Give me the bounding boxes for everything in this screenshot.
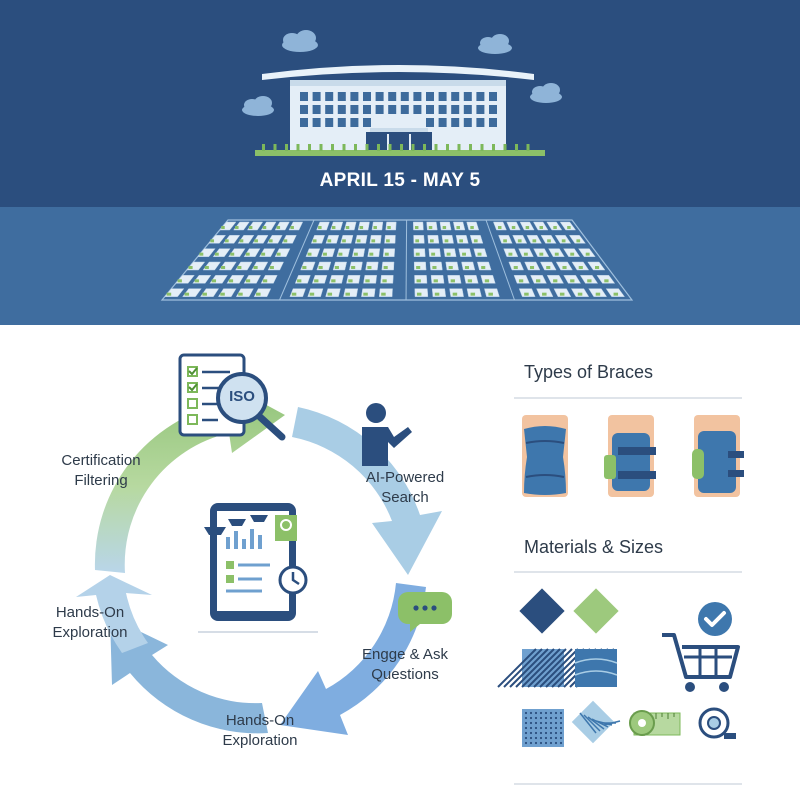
- measuring-tape-icon: [629, 710, 681, 736]
- materials-sizes-title: Materials & Sizes: [524, 537, 664, 557]
- material-swatch-mesh: [522, 709, 564, 747]
- tablet-dashboard-icon: [198, 503, 318, 633]
- material-swatch-wave-blue: [574, 649, 618, 687]
- types-of-braces-title: Types of Braces: [524, 362, 654, 382]
- shopping-cart-icon: [662, 602, 740, 692]
- brace-sleeve-icon: [522, 415, 568, 497]
- cloud-icon: [242, 96, 274, 116]
- brace-hinged-icon: [604, 415, 656, 497]
- iso-checklist-icon: [178, 353, 286, 441]
- chat-bubble-icon: [398, 592, 452, 632]
- exhibition-floor-plan: [160, 219, 634, 301]
- cloud-icon: [282, 30, 318, 52]
- size-gauge-icon: [698, 707, 736, 739]
- material-swatch-weave: [571, 700, 621, 744]
- cycle-diagram: [76, 353, 744, 747]
- cycle-arrow-5: [76, 575, 152, 653]
- material-swatch-green: [573, 588, 619, 634]
- presenter-icon: [362, 403, 412, 466]
- event-banner: APRIL 15 - MAY 5: [0, 0, 800, 325]
- banner-illustration: [0, 0, 800, 325]
- divider: [514, 783, 742, 785]
- divider: [514, 571, 742, 573]
- event-date-range: APRIL 15 - MAY 5: [319, 170, 481, 191]
- material-swatch-navy: [519, 588, 565, 634]
- brace-wrap-icon: [692, 415, 744, 497]
- iso-badge-text: ISO: [229, 388, 255, 405]
- cycle-arrow-2: [292, 407, 442, 575]
- cycle-arrow-3: [280, 583, 426, 735]
- cycle-arrow-4: [110, 617, 268, 734]
- divider: [514, 397, 742, 399]
- cloud-icon: [530, 83, 562, 103]
- convention-center-icon: [255, 65, 545, 156]
- cloud-icon: [478, 34, 512, 54]
